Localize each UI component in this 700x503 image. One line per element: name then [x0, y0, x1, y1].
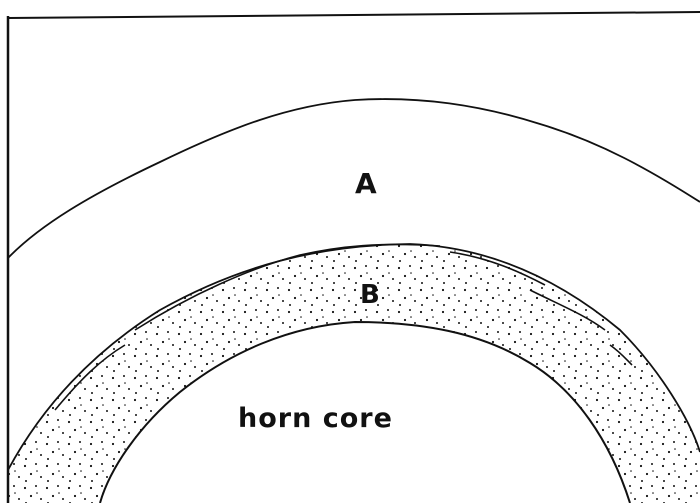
label-region-a: A — [355, 167, 377, 200]
stippled-layer-b — [8, 244, 700, 503]
frame-top-border — [8, 12, 700, 18]
label-region-b: B — [360, 280, 380, 310]
label-horn-core: horn core — [238, 403, 393, 434]
outer-sheath-curve — [8, 99, 700, 258]
